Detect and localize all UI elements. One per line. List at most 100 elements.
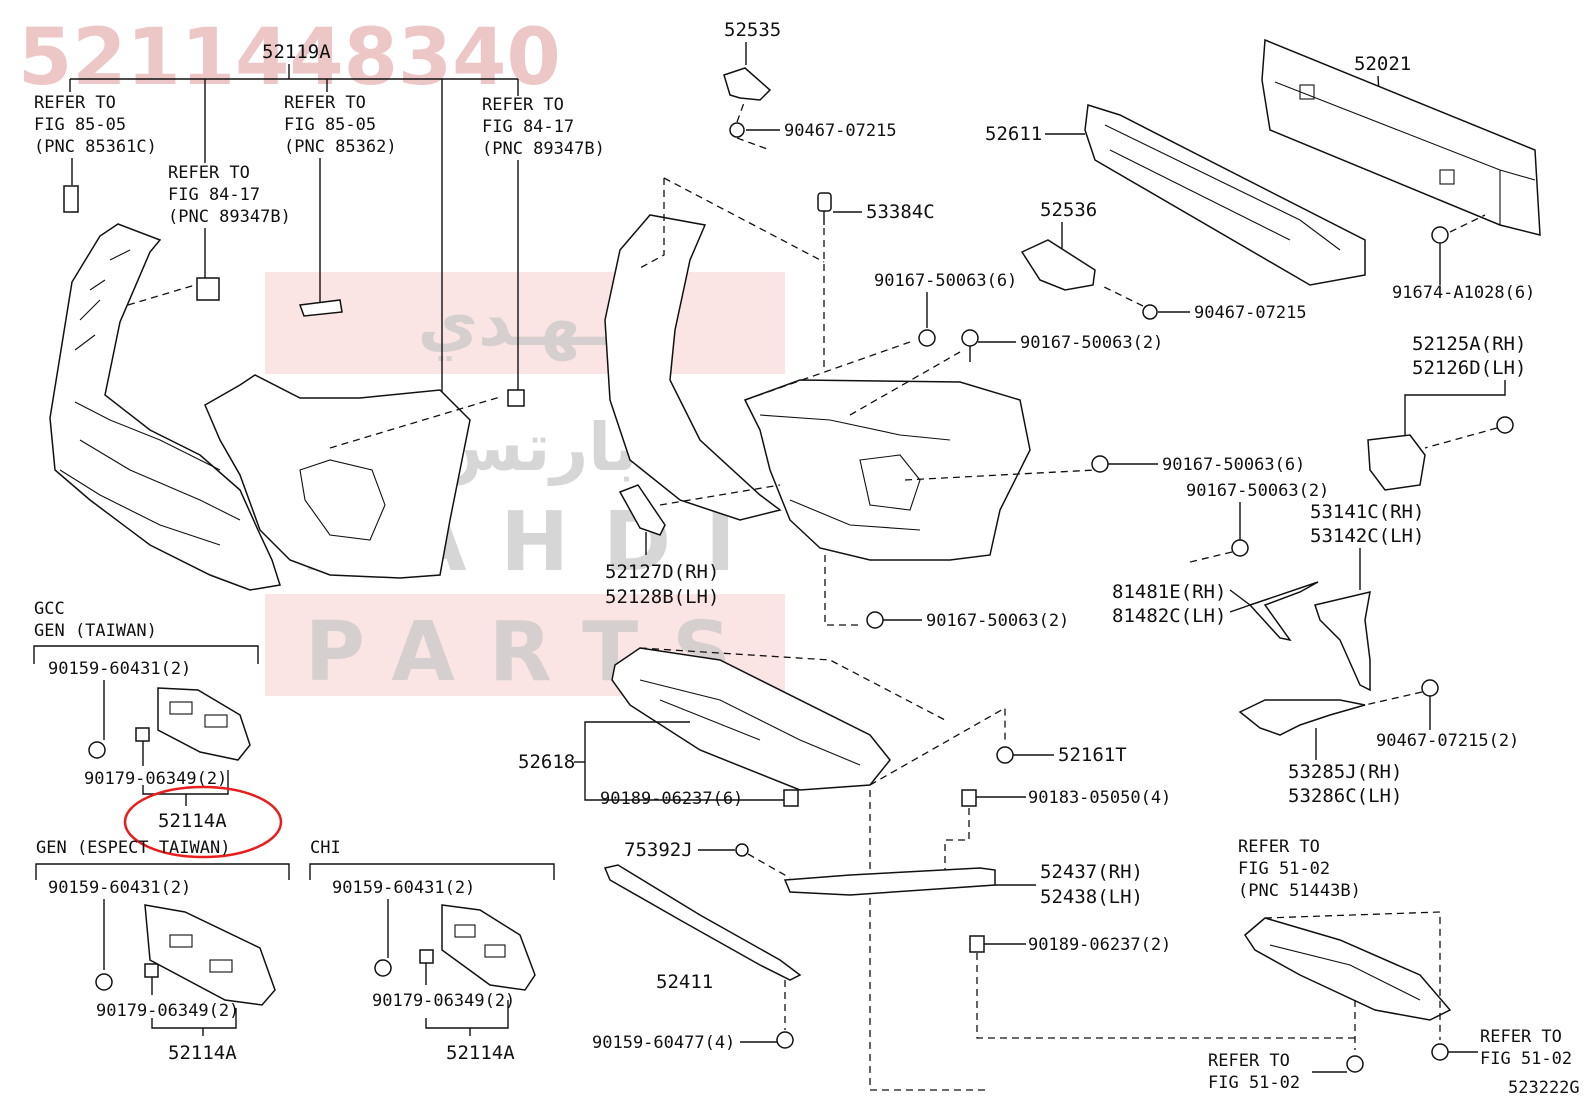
label-52437: 52437(RH) bbox=[1040, 861, 1143, 883]
label-52161T: 52161T bbox=[1058, 744, 1127, 766]
label-52438: 52438(LH) bbox=[1040, 886, 1143, 908]
clip-icon bbox=[63, 185, 79, 213]
label-52618: 52618 bbox=[518, 751, 575, 773]
clip-icon bbox=[783, 789, 799, 807]
bracket-52125A-icon bbox=[1367, 434, 1426, 491]
label-90167-2a: 90167-50063(2) bbox=[1020, 333, 1163, 353]
ref4-line1: REFER TO bbox=[482, 95, 564, 115]
ref2-line3: (PNC 89347B) bbox=[168, 207, 291, 227]
callout-53141C: 53141C(RH) 53142C(LH) bbox=[1310, 501, 1424, 692]
highlight-ring bbox=[123, 785, 283, 859]
label-90167-6a: 90167-50063(6) bbox=[874, 271, 1017, 291]
group-chi: CHI 90159-60431(2) 90179-06349(2) 52114A bbox=[309, 838, 555, 1064]
ref6-line1: REFER TO bbox=[1208, 1051, 1290, 1071]
ref-block-5: REFER TO FIG 51-02 (PNC 51443B) bbox=[1238, 837, 1452, 1050]
garnish-53141C bbox=[1314, 591, 1371, 692]
label-90467-07215-b: 90467-07215 bbox=[1194, 303, 1307, 323]
callout-81481E: 81481E(RH) 81482C(LH) bbox=[1112, 581, 1319, 642]
group-chi-label: CHI bbox=[310, 838, 341, 858]
ref5-line1: REFER TO bbox=[1238, 837, 1320, 857]
label-75392J: 75392J bbox=[624, 839, 693, 861]
label-52119A: 52119A bbox=[262, 41, 331, 63]
clip-icon bbox=[1091, 455, 1109, 473]
bumper-cover-right bbox=[604, 177, 1096, 626]
label-52535: 52535 bbox=[724, 19, 781, 41]
callout-90167-2a: 90167-50063(2) bbox=[961, 329, 1163, 362]
clip-icon bbox=[866, 611, 884, 629]
callout-90167-2c: 90167-50063(2) bbox=[866, 611, 1069, 631]
label-90159-60431-b: 90159-60431(2) bbox=[48, 878, 191, 898]
ref3-line3: (PNC 85362) bbox=[284, 137, 397, 157]
ref1-line3: (PNC 85361C) bbox=[34, 137, 157, 157]
label-90189-06237-2: 90189-06237(2) bbox=[1028, 935, 1171, 955]
screw-icon bbox=[776, 1031, 794, 1049]
callout-52536: 52536 90467-07215 bbox=[1020, 199, 1307, 323]
ref4-line2: FIG 84-17 bbox=[482, 117, 574, 137]
bolt-icon bbox=[1346, 1055, 1364, 1073]
label-52536: 52536 bbox=[1040, 199, 1097, 221]
callout-52611: 52611 bbox=[985, 104, 1366, 286]
clip-icon bbox=[1231, 539, 1249, 557]
callout-90167-2b: 90167-50063(2) bbox=[1186, 481, 1329, 563]
screw-icon bbox=[88, 741, 106, 759]
group-gen-taiwan-label: GEN (TAIWAN) bbox=[34, 621, 157, 641]
ref1-line1: REFER TO bbox=[34, 93, 116, 113]
watermark-part-number: 5211448340 bbox=[18, 13, 561, 103]
label-53142C: 53142C(LH) bbox=[1310, 525, 1424, 547]
license-bracket-52114A-c bbox=[441, 904, 536, 991]
callout-53384C: 53384C bbox=[817, 192, 935, 370]
callout-75392J: 75392J bbox=[624, 839, 791, 879]
label-90467-07215-a: 90467-07215 bbox=[784, 121, 897, 141]
moulding-52437 bbox=[783, 867, 996, 896]
label-90467-07215-2: 90467-07215(2) bbox=[1376, 731, 1519, 751]
clip-icon bbox=[1421, 679, 1439, 697]
callout-52127D: 52127D(RH) 52128B(LH) bbox=[605, 484, 719, 608]
bracket-52536-icon bbox=[1020, 239, 1096, 291]
callout-90189-2: 90189-06237(2) bbox=[969, 935, 1355, 1039]
screw-icon bbox=[961, 329, 979, 347]
pin-icon bbox=[817, 192, 832, 212]
nut-icon bbox=[135, 727, 150, 742]
label-52126D: 52126D(LH) bbox=[1412, 357, 1526, 379]
clip-icon bbox=[969, 935, 985, 953]
ref2-line2: FIG 84-17 bbox=[168, 185, 260, 205]
ref6-line2: FIG 51-02 bbox=[1208, 1073, 1300, 1093]
sensor-clip-icon bbox=[507, 389, 525, 407]
ref5-line2: FIG 51-02 bbox=[1238, 859, 1330, 879]
engine-undercover bbox=[1244, 917, 1452, 1021]
label-53286C: 53286C(LH) bbox=[1288, 785, 1402, 807]
label-53384C: 53384C bbox=[866, 201, 935, 223]
label-91674: 91674-A1028(6) bbox=[1392, 283, 1535, 303]
bolt-icon bbox=[1496, 416, 1514, 434]
label-52114A-c: 52114A bbox=[446, 1042, 515, 1064]
nut-icon bbox=[144, 963, 159, 978]
callout-52535: 52535 90467-07215 bbox=[723, 19, 897, 151]
label-52128B: 52128B(LH) bbox=[605, 586, 719, 608]
strip-52411 bbox=[603, 864, 802, 981]
label-52114A-b: 52114A bbox=[168, 1042, 237, 1064]
pin-icon bbox=[996, 746, 1014, 764]
ref1-line2: FIG 85-05 bbox=[34, 115, 126, 135]
callout-90167-6b: 90167-50063(6) bbox=[1091, 455, 1305, 475]
bracket-52127D-icon bbox=[618, 484, 666, 536]
bumper-cover-left bbox=[49, 223, 501, 591]
label-52611: 52611 bbox=[985, 123, 1042, 145]
label-90159-60431-a: 90159-60431(2) bbox=[48, 659, 191, 679]
label-52125A: 52125A(RH) bbox=[1412, 333, 1526, 355]
callout-53285J: 90467-07215(2) 53285J(RH) 53286C(LH) bbox=[1238, 679, 1519, 807]
ref-block-7: REFER TO FIG 51-02 bbox=[1431, 1027, 1572, 1069]
label-53285J: 53285J(RH) bbox=[1288, 761, 1402, 783]
label-90179-06349-c: 90179-06349(2) bbox=[372, 991, 515, 1011]
label-90159-60431-c: 90159-60431(2) bbox=[332, 878, 475, 898]
group-gcc-label: GCC bbox=[34, 599, 65, 619]
label-52114A-a: 52114A bbox=[158, 810, 227, 832]
group-gen-except-taiwan: GEN (ESPECT TAIWAN) 90159-60431(2) 90179… bbox=[35, 838, 290, 1064]
label-90179-06349-b: 90179-06349(2) bbox=[96, 1001, 239, 1021]
ref7-line1: REFER TO bbox=[1480, 1027, 1562, 1047]
ref-block-1: REFER TO FIG 85-05 (PNC 85361C) bbox=[34, 93, 157, 213]
callout-90167-6a: 90167-50063(6) bbox=[874, 271, 1017, 347]
ref2-line1: REFER TO bbox=[168, 163, 250, 183]
label-90179-06349-a: 90179-06349(2) bbox=[84, 769, 227, 789]
label-52127D: 52127D(RH) bbox=[605, 561, 719, 583]
